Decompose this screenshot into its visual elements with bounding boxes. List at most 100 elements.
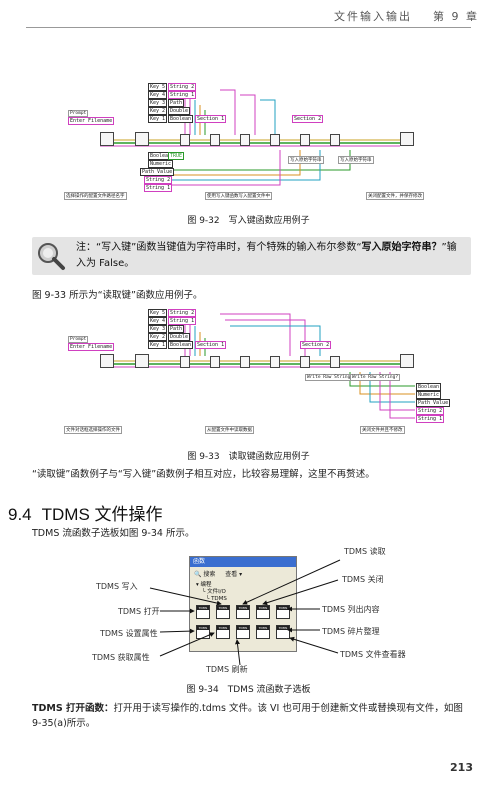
fig33-key-2: Key 2 (148, 333, 168, 341)
fig33-write-raw-1: Write Raw String? (305, 374, 356, 381)
para-fig33-intro: 图 9-33 所示为“读取键”函数应用例子。 (32, 290, 203, 301)
fig32-const-string-1: String 1 (144, 184, 173, 192)
para-tdms-intro: TDMS 流函数子选板如图 9-34 所示。 (32, 528, 195, 539)
fig32-path: Path (168, 99, 185, 107)
fig32-file-dialog-node (100, 132, 114, 146)
fig32-true-const: TRUE (168, 152, 185, 160)
fig32-boolean: Boolean (168, 115, 194, 123)
fig32-write-raw-2: 写入原始字符串 (338, 156, 374, 164)
fig32-const-path: Path Value (140, 168, 175, 176)
figure-9-33: Key 5 Key 4 Key 3 Key 2 Key 1 String 2 S… (60, 306, 451, 438)
fig33-boolean: Boolean (168, 341, 194, 349)
fig33-string-1: String 1 (168, 317, 197, 325)
fig34-caption: 图 9-34 TDMS 流函数子选板 (186, 685, 311, 695)
fig32-bottom-label-1: 选择操作的配置文件路径名字 (64, 192, 127, 200)
fig33-bottom-label-3: 关闭文件并且不修改 (360, 426, 405, 434)
header-rule (26, 27, 471, 28)
fig32-bottom-label-3: 关闭配置文件，并保存修改 (366, 192, 424, 200)
tdms-close-icon[interactable]: TDMS (256, 605, 270, 619)
fig32-bottom-label-2: 使用写入键函数写入配置文件中 (205, 192, 272, 200)
fig33-prompt-value: Enter Filename (68, 343, 115, 351)
fig33-path: Path (168, 325, 185, 333)
fig33-out-path: Path Value (416, 399, 451, 407)
fig32-key-4: Key 4 (148, 91, 168, 99)
fig33-write-raw-2: Write Raw String? (350, 374, 401, 381)
fig33-read-node-2 (210, 356, 220, 368)
fig33-out-numeric: Numeric (416, 391, 442, 399)
fig33-read-node-3 (240, 356, 250, 368)
callout-defrag: TDMS 碎片整理 (322, 627, 380, 636)
fig32-double: Double (168, 107, 191, 115)
fig32-open-config-node (135, 132, 149, 146)
fig32-key-5: Key 5 (148, 83, 168, 91)
fig32-string-2: String 2 (168, 83, 197, 91)
fig32-const-numeric: Numeric (148, 160, 174, 168)
fig32-key-2: Key 2 (148, 107, 168, 115)
tdms-get-prop-icon[interactable]: TDMS (216, 625, 230, 639)
tdms-flush-icon[interactable]: TDMS (236, 625, 250, 639)
callout-close: TDMS 关闭 (342, 575, 384, 584)
tree-sub2[interactable]: └ TDMS (206, 596, 227, 602)
palette-toolbar: 🔍 搜索 查看 ▾ (194, 569, 292, 581)
callout-open: TDMS 打开 (118, 607, 160, 616)
note-prefix: 注：“写入键”函数当键值为字符串时，有个特殊的输入布尔参数“ (76, 242, 362, 253)
tree-sub1[interactable]: └ 文件I/O (202, 589, 226, 595)
callout-viewer: TDMS 文件查看器 (340, 650, 406, 659)
section-heading: 9.4 TDMS 文件操作 (8, 500, 163, 525)
tdms-set-prop-icon[interactable]: TDMS (196, 625, 210, 639)
tdms-write-icon[interactable]: TDMS (216, 605, 230, 619)
tdms-palette: 函数 🔍 搜索 查看 ▾ ▾ 编程 └ 文件I/O └ TDMS TDMS TD… (189, 556, 297, 652)
fig33-key-5: Key 5 (148, 309, 168, 317)
fig33-read-node-5 (300, 356, 310, 368)
tdms-open-icon[interactable]: TDMS (196, 605, 210, 619)
magnifier-icon (38, 243, 65, 270)
section-number: 9.4 (8, 505, 32, 524)
fig32-const-string-2: String 2 (144, 176, 173, 184)
callout-set-prop: TDMS 设置属性 (100, 629, 158, 638)
section-title: TDMS 文件操作 (41, 505, 163, 524)
fig32-caption: 图 9-32 写入键函数应用例子 (187, 216, 310, 226)
fig32-section-1: Section 1 (195, 115, 227, 123)
fig32-write-node-2 (210, 134, 220, 146)
palette-tree: ▾ 编程 └ 文件I/O └ TDMS (196, 582, 227, 603)
fig32-prompt-value: Enter Filename (68, 117, 115, 125)
palette-view-button[interactable]: 查看 ▾ (225, 571, 243, 578)
tdms-viewer-icon[interactable]: TDMS (276, 625, 290, 639)
para-tdms-open: TDMS 打开函数：打开用于读写操作的.tdms 文件。该 VI 也可用于创建新… (32, 701, 473, 731)
fig33-file-dialog-node (100, 354, 114, 368)
fig33-open-config-node (135, 354, 149, 368)
fig33-bottom-label-1: 文件对话框选择操作的文件 (64, 426, 122, 434)
fig33-read-node-4 (270, 356, 280, 368)
fig32-section-2: Section 2 (292, 115, 324, 123)
tree-root[interactable]: ▾ 编程 (196, 582, 212, 588)
chapter-title: 文件输入输出 (334, 10, 412, 23)
note-bold: 写入原始字符串？ (361, 242, 442, 253)
fig33-section-2: Section 2 (300, 341, 332, 349)
fig33-out-boolean: Boolean (416, 383, 442, 391)
fig33-key-4: Key 4 (148, 317, 168, 325)
fig33-out-string-1: String 1 (416, 415, 445, 423)
callout-list: TDMS 列出内容 (322, 605, 380, 614)
fig32-write-raw-1: 写入原始字符串 (288, 156, 324, 164)
fig32-string-1: String 1 (168, 91, 197, 99)
fig33-key-1: Key 1 (148, 341, 168, 349)
tdms-read-icon[interactable]: TDMS (236, 605, 250, 619)
note-text: 注：“写入键”函数当键值为字符串时，有个特殊的输入布尔参数“写入原始字符串？”输… (76, 240, 465, 272)
fig32-write-node-4 (270, 134, 280, 146)
fig33-key-3: Key 3 (148, 325, 168, 333)
palette-search-button[interactable]: 🔍 搜索 (194, 571, 216, 578)
fig33-read-node-1 (180, 356, 190, 368)
tdms-defrag-icon[interactable]: TDMS (256, 625, 270, 639)
fig32-close-node (400, 132, 414, 146)
fig33-close-node (400, 354, 414, 368)
running-header: 文件输入输出 第 9 章 (334, 8, 479, 24)
fig32-write-node-3 (240, 134, 250, 146)
fig33-prompt-label: Prompt (68, 336, 89, 343)
fig33-section-1: Section 1 (195, 341, 227, 349)
callout-read: TDMS 读取 (344, 547, 386, 556)
fig32-key-1: Key 1 (148, 115, 168, 123)
tdms-list-icon[interactable]: TDMS (276, 605, 290, 619)
fig33-double: Double (168, 333, 191, 341)
tdms-open-term: TDMS 打开函数： (32, 703, 114, 714)
palette-title: 函数 (190, 557, 296, 567)
